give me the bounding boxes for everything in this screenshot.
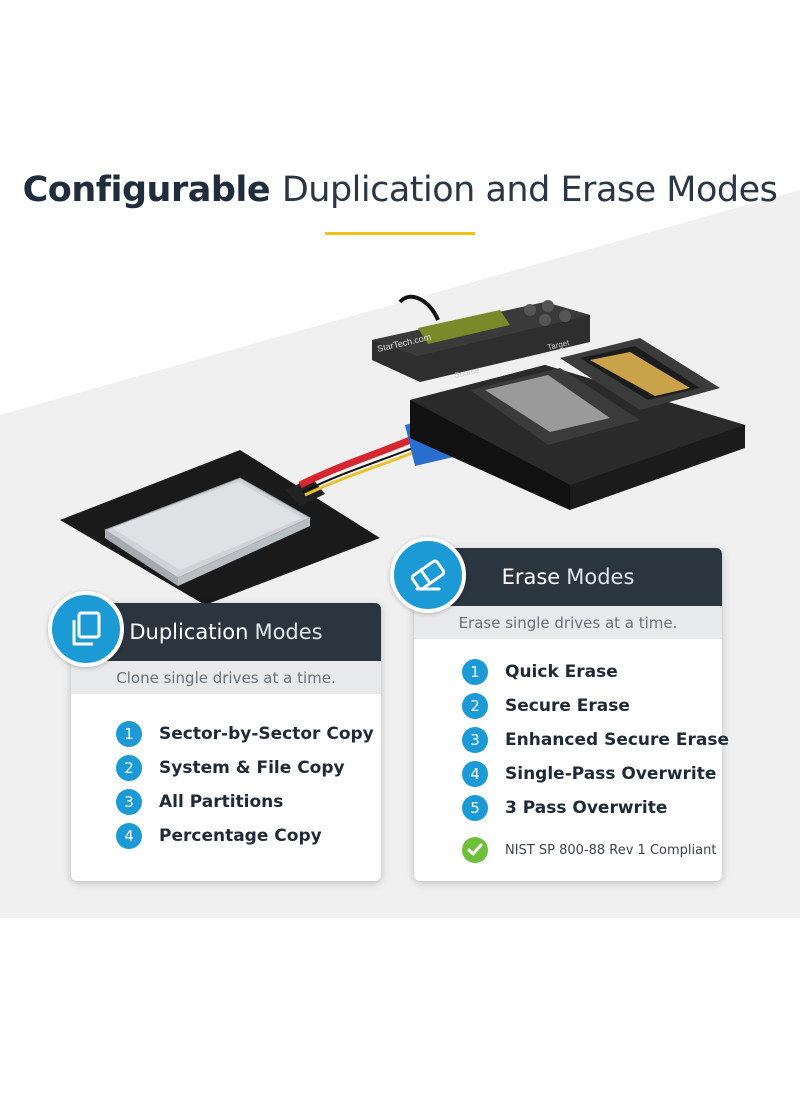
copy-icon [48,591,124,667]
erase-title-light: Modes [566,565,635,589]
list-item-label: Quick Erase [505,662,618,682]
erase-title-bold: Erase [501,565,561,589]
erase-mode-list: 1 Quick Erase 2 Secure Erase 3 Enhanced Sec… [414,655,729,867]
list-number: 3 [116,789,142,815]
list-item: 4 Percentage Copy [116,819,381,853]
list-number: 1 [462,659,488,685]
list-number: 2 [462,693,488,719]
list-number: 4 [116,823,142,849]
list-item-label: Enhanced Secure Erase [505,730,729,750]
duplication-subtitle: Clone single drives at a time. [71,661,381,694]
title-underline [325,232,475,235]
list-item-label: Percentage Copy [159,826,322,846]
duplication-title-bold: Duplication [129,620,249,644]
erase-subtitle: Erase single drives at a time. [414,606,722,639]
list-number: 5 [462,795,488,821]
page-title: Configurable Duplication and Erase Modes [0,170,800,210]
list-number: 3 [462,727,488,753]
duplicator-device-image: StarTech.com Source Target [60,294,745,605]
list-item: 4 Single-Pass Overwrite [462,757,722,791]
list-item-label: Single-Pass Overwrite [505,764,717,784]
duplication-title-light: Modes [254,620,323,644]
list-number: 4 [462,761,488,787]
list-item-label: Secure Erase [505,696,630,716]
compliance-item: NIST SP 800-88 Rev 1 Compliant [462,833,722,867]
list-item: 1 Sector-by-Sector Copy [116,717,381,751]
list-item: 5 3 Pass Overwrite [462,791,722,825]
eraser-icon [390,537,466,613]
list-item-label: All Partitions [159,792,284,812]
list-item: 2 System & File Copy [116,751,381,785]
list-number: 1 [116,721,142,747]
title-bold: Configurable [22,170,271,210]
list-item: 3 All Partitions [116,785,381,819]
list-item: 3 Enhanced Secure Erase [462,723,729,757]
list-item: 1 Quick Erase [462,655,722,689]
list-item: 2 Secure Erase [462,689,722,723]
list-item-label: Sector-by-Sector Copy [159,724,374,744]
duplication-mode-list: 1 Sector-by-Sector Copy 2 System & File Co… [71,717,381,853]
compliance-label: NIST SP 800-88 Rev 1 Compliant [505,842,717,858]
list-number: 2 [116,755,142,781]
title-light: Duplication and Erase Modes [281,170,778,210]
list-item-label: System & File Copy [159,758,345,778]
checkmark-icon [462,837,488,863]
list-item-label: 3 Pass Overwrite [505,798,668,818]
